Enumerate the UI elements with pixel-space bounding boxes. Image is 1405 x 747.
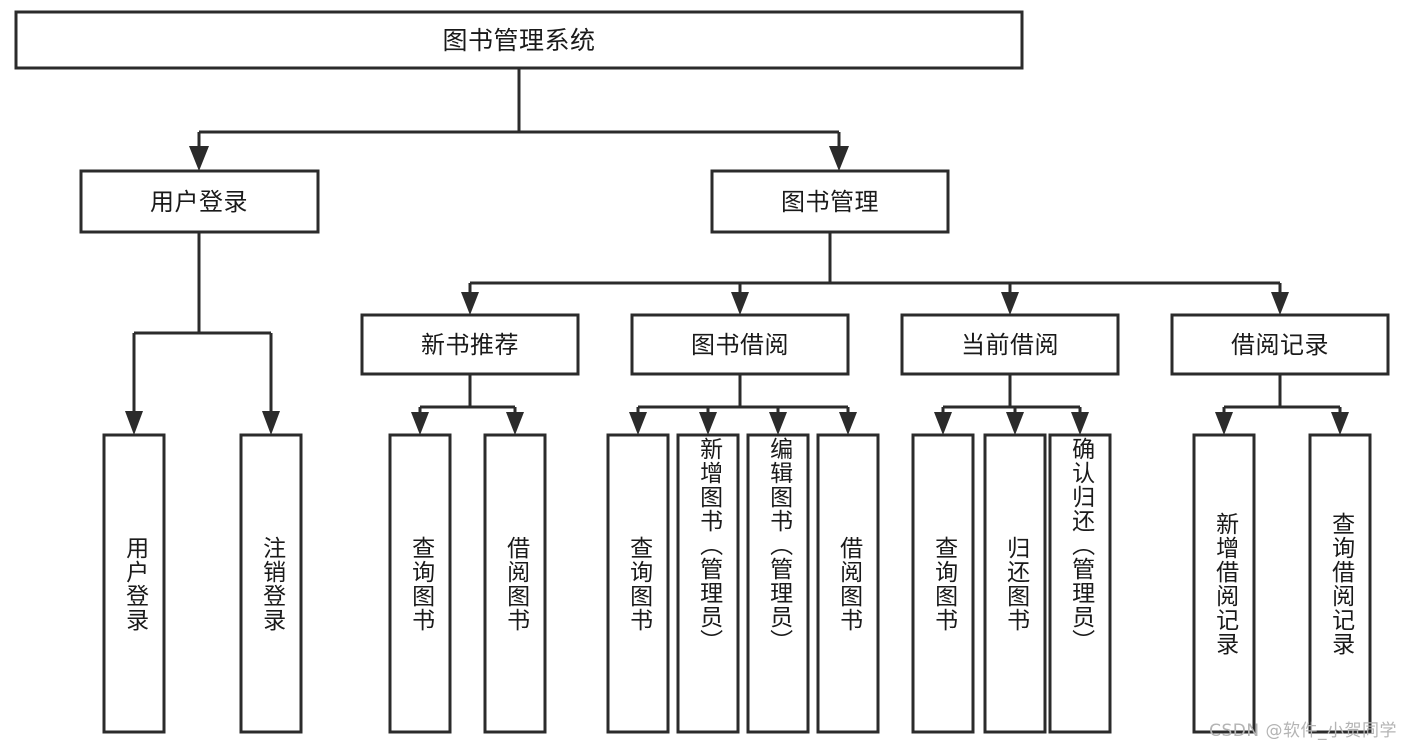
leaf-box-query-book-borrow[interactable] (606, 433, 670, 734)
csdn-watermark: CSDN @软件_小贺同学 (1209, 721, 1397, 741)
node-book-borrow-box[interactable] (630, 313, 850, 376)
node-current-borrow-box[interactable] (900, 313, 1120, 376)
node-user-login-box[interactable] (79, 169, 320, 234)
node-borrow-record-box[interactable] (1170, 313, 1390, 376)
node-root[interactable]: 图书管理系统 (14, 10, 1024, 70)
arrow-head-borrow-record (1271, 292, 1289, 315)
arrow-head-leaf-edit-book (769, 412, 787, 435)
arrow-head-user-login (189, 146, 209, 171)
node-book-manage-box[interactable] (710, 169, 950, 234)
leaf-box-query-book-new[interactable] (388, 433, 452, 734)
node-new-book-recommend-label: 新书推荐 (421, 331, 519, 359)
arrow-head-leaf-user-login (125, 411, 143, 435)
leaf-box-query-record[interactable] (1308, 433, 1372, 734)
node-book-borrow-label: 图书借阅 (691, 331, 789, 359)
connectors-new-book-to-leaves (411, 374, 524, 435)
connectors-user-login-to-leaves (125, 232, 280, 435)
arrow-head-new-book-recommend (461, 292, 479, 315)
node-borrow-record-label: 借阅记录 (1231, 331, 1329, 359)
connectors-current-borrow-to-leaves (934, 374, 1089, 435)
node-current-borrow[interactable]: 当前借阅 (900, 313, 1120, 376)
node-new-book-recommend-box[interactable] (360, 313, 580, 376)
node-user-login[interactable]: 用户登录 (79, 169, 320, 234)
node-current-borrow-label: 当前借阅 (961, 331, 1059, 359)
node-book-manage[interactable]: 图书管理 (710, 169, 950, 234)
connectors-root-to-level2 (189, 68, 849, 171)
connectors-borrow-record-to-leaves (1215, 374, 1349, 435)
arrow-head-current-borrow (1001, 292, 1019, 315)
node-book-borrow[interactable]: 图书借阅 (630, 313, 850, 376)
leaf-box-user-login[interactable] (102, 433, 166, 734)
node-user-login-label: 用户登录 (150, 188, 248, 216)
leaf-box-borrow-book[interactable] (816, 433, 880, 734)
leaf-box-add-record[interactable] (1192, 433, 1256, 734)
arrow-head-leaf-query-book-borrow (629, 412, 647, 435)
node-borrow-record[interactable]: 借阅记录 (1170, 313, 1390, 376)
leaf-box-user-logout[interactable] (239, 433, 303, 734)
leaf-box-edit-book[interactable] (746, 433, 810, 734)
arrow-head-book-borrow (731, 292, 749, 315)
leaf-box-borrow-book-new[interactable] (483, 433, 547, 734)
arrow-head-leaf-borrow-book-new (506, 412, 524, 435)
node-new-book-recommend[interactable]: 新书推荐 (360, 313, 580, 376)
leaf-box-return-book[interactable] (983, 433, 1047, 734)
connectors-book-borrow-to-leaves (629, 374, 857, 435)
leaf-box-add-book[interactable] (676, 433, 740, 734)
connectors-book-manage-to-level3 (461, 232, 1289, 315)
arrow-head-leaf-confirm-return (1071, 412, 1089, 435)
node-root-box[interactable] (14, 10, 1024, 70)
arrow-head-leaf-query-record (1331, 412, 1349, 435)
leaf-box-query-book-current[interactable] (911, 433, 975, 734)
leaf-boxes (102, 433, 1372, 734)
arrow-head-leaf-add-book (699, 412, 717, 435)
arrow-head-leaf-add-record (1215, 412, 1233, 435)
arrow-head-leaf-query-book-new (411, 412, 429, 435)
arrow-head-leaf-query-book-current (934, 412, 952, 435)
arrow-head-leaf-borrow-book (839, 412, 857, 435)
arrow-head-book-manage (829, 146, 849, 171)
node-book-manage-label: 图书管理 (781, 188, 879, 216)
arrow-head-leaf-return-book (1006, 412, 1024, 435)
arrow-head-leaf-user-logout (262, 411, 280, 435)
node-root-label: 图书管理系统 (442, 26, 595, 55)
leaf-box-confirm-return[interactable] (1048, 433, 1112, 734)
